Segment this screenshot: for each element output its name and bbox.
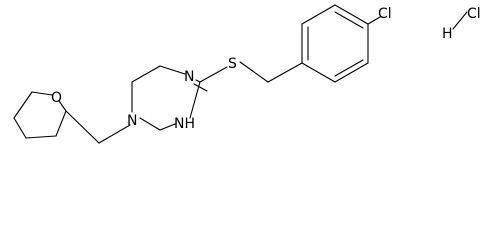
nh-label: NH [174, 116, 195, 132]
bond-thf-2 [13, 117, 27, 139]
bond-ar-3i [334, 11, 364, 29]
bond-ar-5 [334, 62, 369, 83]
sulfur-label: S [228, 56, 237, 72]
bond-ar-5i [334, 59, 364, 77]
bond-c-s [199, 66, 228, 83]
bond-h-cl [452, 11, 468, 30]
chlorine-aryl-label: Cl [378, 6, 392, 22]
nitrogen-top-label: N [184, 69, 194, 85]
bond-ch2-ar [267, 62, 303, 83]
bond-ch2-1 [65, 110, 100, 144]
bond-ar-3 [334, 4, 369, 25]
bond-tri-7 [139, 117, 161, 131]
hcl-hydrogen-label: H [442, 26, 453, 42]
bond-ar-2 [301, 4, 336, 25]
bond-thf-5 [31, 91, 53, 96]
oxygen-label: O [51, 90, 62, 106]
bond-tri-5 [189, 81, 201, 119]
bond-ar-6 [301, 62, 336, 83]
bond-tri-4 [195, 79, 201, 83]
chemical-structure: O N N NH S Cl Cl H [13, 4, 481, 144]
hcl-chlorine-label: Cl [467, 6, 481, 22]
bond-thf-1 [13, 91, 33, 119]
bond-thf-4 [55, 110, 67, 137]
bond-thf-3 [25, 135, 57, 139]
bond-tri-6 [159, 123, 176, 131]
bond-thf-6 [58, 100, 67, 112]
triazine-ring [131, 65, 208, 131]
bond-tri-2 [131, 65, 161, 83]
bond-ar-cl [367, 16, 381, 25]
benzene-ring [301, 4, 369, 83]
bond-tri-4b [193, 83, 208, 92]
tetrahydrofuran-ring [13, 91, 67, 139]
nitrogen-bottom-label: N [127, 113, 137, 129]
bond-s-ch2 [239, 61, 269, 83]
bond-tri-3 [159, 65, 186, 75]
bond-ch2-2 [98, 124, 131, 144]
